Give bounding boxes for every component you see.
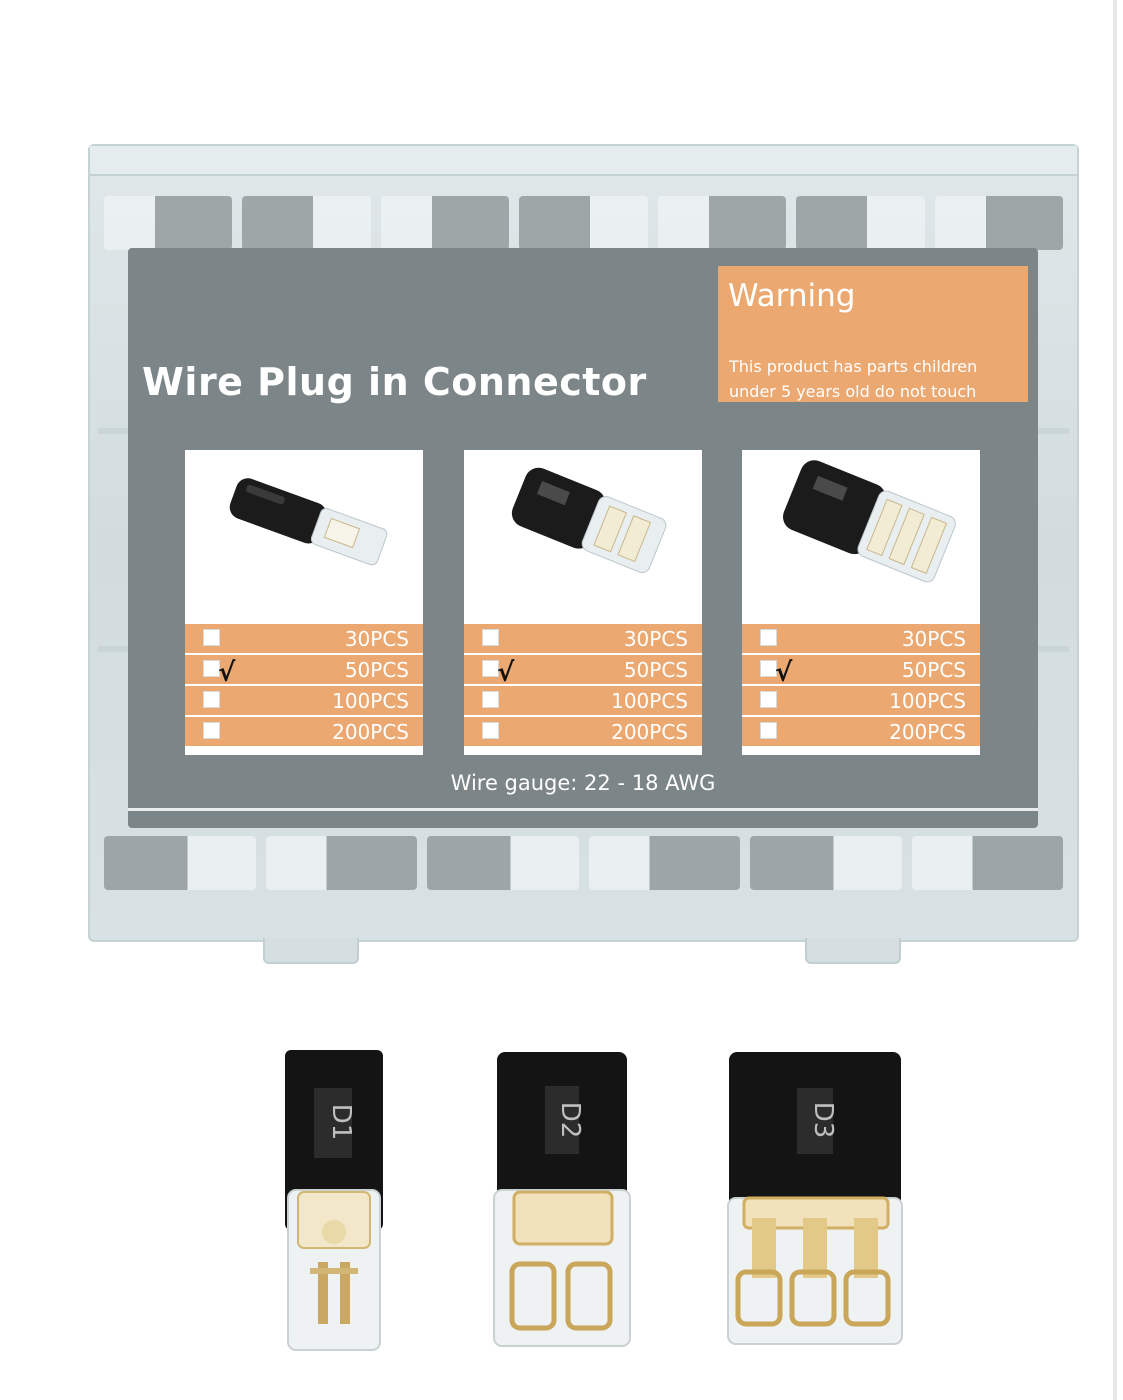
option-checkbox[interactable]: √ <box>760 658 792 688</box>
connector-1pin-image <box>185 450 423 614</box>
connector-d1: D1 <box>285 1050 383 1351</box>
option-checkbox[interactable] <box>203 629 220 646</box>
option-checkbox[interactable] <box>760 629 777 646</box>
check-mark-icon: √ <box>218 658 236 688</box>
option-row[interactable]: 30PCS <box>464 624 702 653</box>
connector-part <box>104 196 233 250</box>
warning-title: Warning <box>728 278 856 314</box>
option-row[interactable]: √ 50PCS <box>464 655 702 688</box>
option-label: 30PCS <box>623 627 688 651</box>
check-mark-icon: √ <box>497 658 515 688</box>
option-row[interactable]: 200PCS <box>185 717 423 746</box>
option-row[interactable]: 100PCS <box>464 686 702 715</box>
connector-d3: D3 <box>727 1052 903 1345</box>
connector-part <box>934 196 1063 250</box>
connector-part <box>427 836 579 890</box>
connector-part <box>796 196 925 250</box>
connector-part <box>104 836 256 890</box>
variant-panel-3: 30PCS √ 50PCS 100PCS 200PCS <box>742 450 980 755</box>
product-label: Wire Plug in Connector Warning This prod… <box>128 248 1038 828</box>
option-row[interactable]: 200PCS <box>742 717 980 746</box>
option-row[interactable]: √ 50PCS <box>742 655 980 688</box>
option-row[interactable]: 100PCS <box>185 686 423 715</box>
option-checkbox[interactable] <box>203 722 220 739</box>
connector-part <box>380 196 510 250</box>
option-row[interactable]: 30PCS <box>742 624 980 653</box>
option-checkbox[interactable] <box>482 691 499 708</box>
connector-d2: D2 <box>493 1052 631 1347</box>
check-mark-icon: √ <box>775 658 793 688</box>
option-row[interactable]: 200PCS <box>464 717 702 746</box>
option-label: 200PCS <box>889 720 966 744</box>
connector-label: D2 <box>555 1102 585 1139</box>
connector-part <box>657 196 787 250</box>
option-label: 100PCS <box>332 689 409 713</box>
variant-panel-2: 30PCS √ 50PCS 100PCS 200PCS <box>464 450 702 755</box>
connector-part <box>750 836 902 890</box>
box-lid-edge <box>90 146 1077 176</box>
option-checkbox[interactable]: √ <box>203 658 235 688</box>
option-row[interactable]: √ 50PCS <box>185 655 423 688</box>
connector-row <box>104 196 1063 250</box>
option-label: 200PCS <box>611 720 688 744</box>
box-latch <box>805 938 901 964</box>
connector-part <box>242 196 371 250</box>
option-label: 30PCS <box>901 627 966 651</box>
option-checkbox[interactable] <box>760 691 777 708</box>
page-edge-rule <box>1113 0 1117 1400</box>
option-label: 50PCS <box>623 658 688 682</box>
option-checkbox[interactable] <box>482 722 499 739</box>
connector-part <box>265 836 417 890</box>
connector-part <box>588 836 740 890</box>
option-label: 50PCS <box>901 658 966 682</box>
connector-2pin-image <box>464 450 702 614</box>
connector-part <box>911 836 1063 890</box>
option-checkbox[interactable]: √ <box>482 658 514 688</box>
product-title: Wire Plug in Connector <box>142 360 647 404</box>
connector-row <box>104 836 1063 890</box>
option-row[interactable]: 30PCS <box>185 624 423 653</box>
option-row[interactable]: 100PCS <box>742 686 980 715</box>
option-label: 100PCS <box>889 689 966 713</box>
option-checkbox[interactable] <box>760 722 777 739</box>
option-checkbox[interactable] <box>203 691 220 708</box>
option-checkbox[interactable] <box>482 629 499 646</box>
box-latch <box>263 938 359 964</box>
label-bottom-rule <box>128 808 1038 811</box>
connector-label: D3 <box>808 1102 838 1139</box>
option-label: 100PCS <box>611 689 688 713</box>
option-label: 50PCS <box>344 658 409 682</box>
option-label: 30PCS <box>344 627 409 651</box>
variant-panel-1: 30PCS √ 50PCS 100PCS 200PCS <box>185 450 423 755</box>
warning-box: Warning This product has parts children … <box>718 266 1028 402</box>
warning-text: This product has parts children under 5 … <box>729 357 978 401</box>
connector-3pin-image <box>742 450 980 614</box>
connector-label: D1 <box>326 1104 356 1141</box>
connector-part <box>519 196 648 250</box>
wire-gauge-text: Wire gauge: 22 - 18 AWG <box>450 771 716 795</box>
option-label: 200PCS <box>332 720 409 744</box>
